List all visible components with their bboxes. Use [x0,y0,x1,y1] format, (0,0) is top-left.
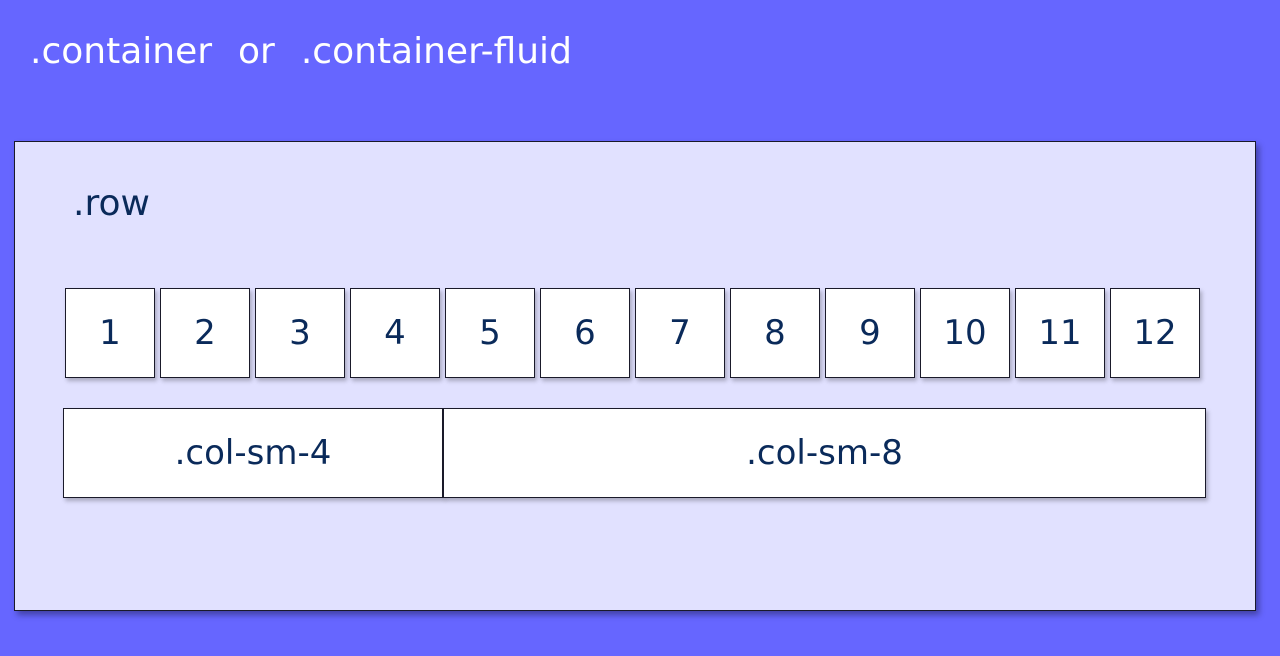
grid-column-7: 7 [635,288,725,378]
container-fluid-label: .container-fluid [300,31,572,72]
col-sm-4-box: .col-sm-4 [63,408,444,498]
grid-column-11: 11 [1015,288,1105,378]
grid-column-6: 6 [540,288,630,378]
grid-column-8: 8 [730,288,820,378]
grid-column-3: 3 [255,288,345,378]
col-sm-8-label: .col-sm-8 [746,433,903,473]
container-label: .container [30,31,213,72]
col-sm-4-label: .col-sm-4 [174,433,332,473]
grid-column-10: 10 [920,288,1010,378]
row-panel: .row 1 2 3 4 5 6 7 8 9 10 11 12 .col-sm-… [14,141,1256,611]
grid-column-9: 9 [825,288,915,378]
grid-column-12: 12 [1110,288,1200,378]
grid-column-2: 2 [160,288,250,378]
grid-column-1: 1 [65,288,155,378]
grid-column-5: 5 [445,288,535,378]
row-label: .row [73,183,150,224]
or-label: or [238,31,275,72]
col-sm-8-box: .col-sm-8 [443,408,1206,498]
page-title: .container or .container-fluid [30,28,572,76]
grid-column-4: 4 [350,288,440,378]
